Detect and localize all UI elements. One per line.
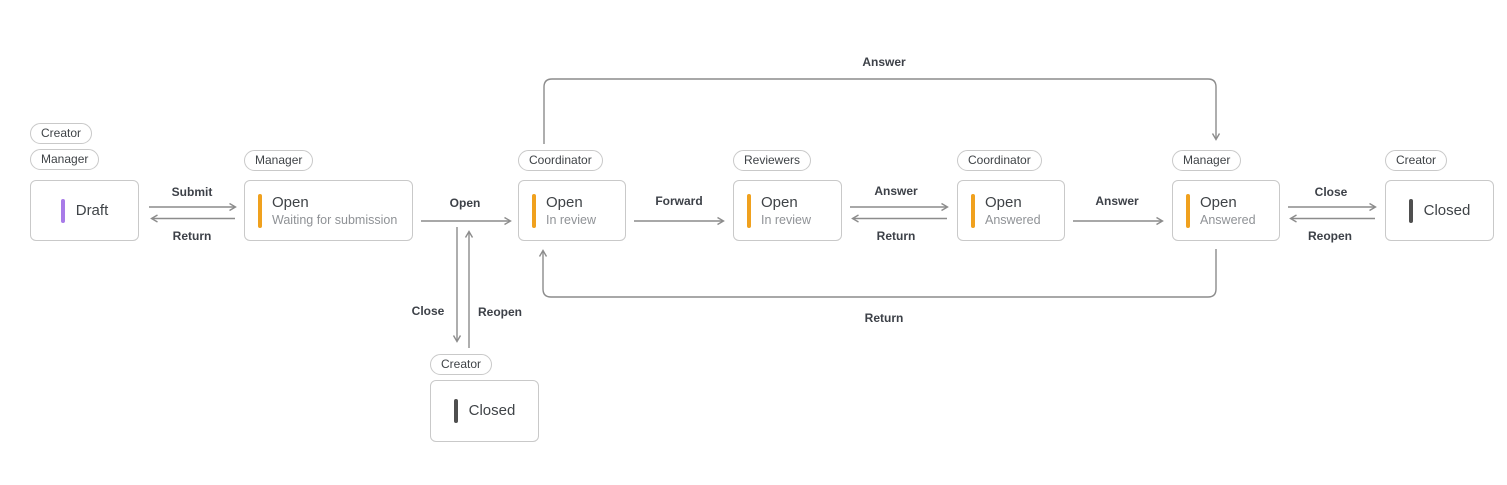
transition-label-return-to-draft: Return [172, 229, 212, 243]
state-open-answered-coordinator: Open Answered [957, 180, 1065, 241]
role-pill-manager-waiting: Manager [244, 150, 314, 171]
transition-label-reopen: Reopen [1307, 229, 1353, 243]
transition-label-answer-to-manager: Answer [1095, 194, 1139, 208]
role-pill-coordinator-review: Coordinator [518, 150, 603, 171]
transition-label-open: Open [449, 196, 481, 210]
role-pill-creator-closed-bottom: Creator [430, 354, 493, 375]
state-subtitle: Answered [985, 212, 1041, 227]
transition-label-reopen-vertical: Reopen [477, 305, 523, 319]
state-title: Open [985, 193, 1022, 211]
transition-label-submit: Submit [171, 185, 213, 199]
state-accent-bar [747, 193, 751, 228]
state-accent-bar [453, 399, 458, 423]
transition-label-forward: Forward [655, 194, 703, 208]
role-pill-manager-draft: Manager [30, 149, 100, 170]
transition-label-close: Close [1314, 185, 1348, 199]
role-pill-reviewers: Reviewers [733, 150, 812, 171]
state-title: Open [272, 193, 309, 211]
state-accent-bar [60, 198, 65, 223]
role-pill-creator-closed: Creator [1385, 150, 1448, 171]
state-open-answered-manager: Open Answered [1172, 180, 1280, 241]
state-accent-bar [1408, 198, 1413, 223]
state-open-waiting: Open Waiting for submission [244, 180, 413, 241]
state-open-in-review-coordinator: Open In review [518, 180, 626, 241]
state-subtitle: In review [546, 212, 597, 227]
transition-label-return-loop: Return [864, 311, 904, 325]
state-accent-bar [1186, 193, 1190, 228]
state-draft: Draft [30, 180, 139, 241]
state-closed-from-open: Closed [430, 380, 539, 442]
edge-return-loop [538, 249, 1217, 298]
state-title: Draft [75, 201, 109, 219]
state-title: Closed [1423, 201, 1471, 219]
state-closed-final: Closed [1385, 180, 1494, 241]
state-accent-bar [532, 193, 536, 228]
state-open-in-review-reviewers: Open In review [733, 180, 842, 241]
state-title: Open [1200, 193, 1237, 211]
role-pill-manager-answered: Manager [1172, 150, 1242, 171]
transition-label-return-to-reviewers: Return [876, 229, 916, 243]
transition-label-answer-to-coordinator: Answer [874, 184, 918, 198]
role-pill-coordinator-answered: Coordinator [957, 150, 1042, 171]
edge-answer-loop [543, 78, 1221, 144]
transition-label-answer-loop: Answer [862, 55, 906, 69]
state-title: Open [546, 193, 583, 211]
state-subtitle: Answered [1200, 212, 1256, 227]
state-subtitle: In review [761, 212, 812, 227]
transition-label-close-vertical: Close [411, 304, 445, 318]
state-accent-bar [258, 193, 262, 228]
state-title: Open [761, 193, 798, 211]
state-subtitle: Waiting for submission [272, 212, 398, 227]
state-title: Closed [468, 402, 516, 419]
role-pill-creator-draft: Creator [30, 123, 93, 144]
state-accent-bar [971, 193, 975, 228]
